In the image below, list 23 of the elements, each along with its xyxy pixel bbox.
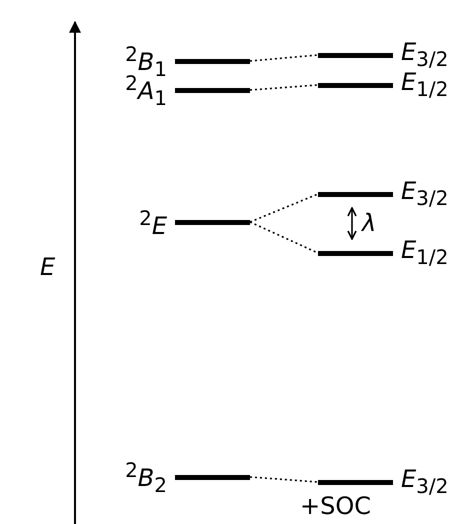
dotted-connector [250, 221, 318, 254]
dotted-connector [250, 476, 318, 483]
energy-level [125, 463, 250, 491]
energy-level [318, 239, 448, 267]
energy-level [125, 76, 250, 104]
axis-label: E [40, 253, 56, 281]
double-arrow [347, 207, 357, 240]
energy-level [318, 41, 448, 69]
condition-label: +SOC [300, 492, 371, 520]
dotted-connector [250, 54, 318, 62]
dotted-connector [250, 84, 318, 91]
state-label: E$_{3/2}$ [401, 464, 448, 500]
state-label: E$_{1/2}$ [401, 236, 448, 270]
energy-level [139, 208, 250, 236]
energy-level [318, 180, 448, 208]
state-label: $^{2}$B$_{2}$ [125, 456, 167, 498]
state-label: $^{2}$E [139, 205, 167, 240]
energy-level [318, 468, 448, 496]
state-label: E$_{3/2}$ [401, 176, 448, 212]
energy-level [318, 71, 448, 99]
dotted-connector [250, 193, 318, 223]
energy-level [125, 47, 250, 75]
edge-label: λ [362, 208, 376, 236]
